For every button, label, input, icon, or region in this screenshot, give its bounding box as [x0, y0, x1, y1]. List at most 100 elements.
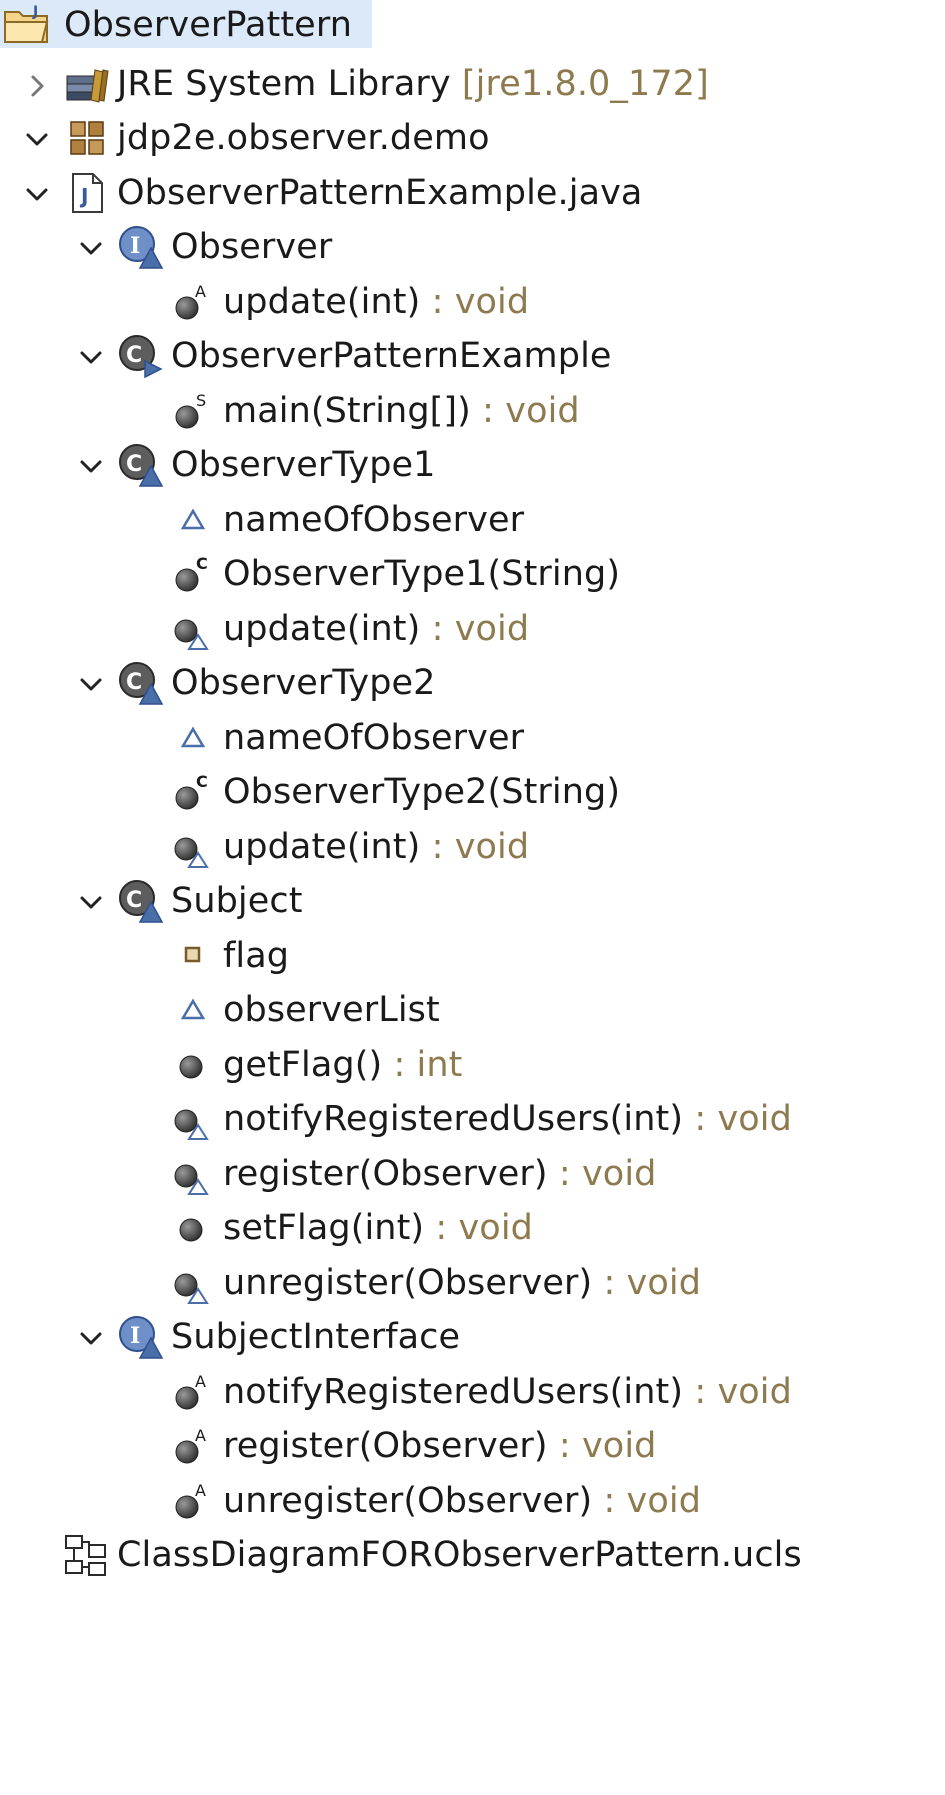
svg-text:C: C — [196, 554, 208, 573]
tree-item-m-unregister[interactable]: unregister(Observer) : void — [0, 1254, 945, 1316]
tree-item-label: observerList — [223, 979, 440, 1041]
item-name: flag — [223, 935, 290, 976]
chevron-down-icon[interactable] — [22, 125, 52, 155]
jre-version-decoration: [jre1.8.0_172] — [450, 63, 709, 104]
java-file-icon: J — [62, 168, 112, 218]
tree-item-f-observerlist[interactable]: observerList — [0, 981, 945, 1043]
default-field-icon — [168, 713, 218, 763]
item-name: ClassDiagramFORObserverPattern.ucls — [117, 1535, 802, 1575]
default-method-icon — [168, 1149, 218, 1199]
item-name: JRE System Library — [117, 63, 451, 104]
item-name: update(int) — [223, 826, 421, 867]
method-icon — [168, 1040, 218, 1090]
tree-item-label: update(int) : void — [223, 598, 529, 660]
item-name: jdp2e.observer.demo — [117, 118, 490, 158]
return-type: : void — [683, 1099, 792, 1139]
method-icon — [168, 1203, 218, 1253]
interface-default-icon: I — [116, 1312, 166, 1362]
tree-item-label: main(String[]) : void — [223, 380, 580, 442]
tree-item-label: notifyRegisteredUsers(int) : void — [223, 1361, 792, 1423]
tree-item-f-ot1-name[interactable]: nameOfObserver — [0, 491, 945, 553]
item-name: register(Observer) — [223, 1426, 548, 1466]
svg-text:C: C — [126, 888, 142, 913]
item-name: unregister(Observer) — [223, 1262, 593, 1303]
tree-item-ucls[interactable]: ClassDiagramFORObserverPattern.ucls — [0, 1526, 945, 1588]
svg-text:A: A — [195, 1481, 206, 1500]
tree-item-label: ObserverType2(String) — [223, 761, 620, 823]
chevron-down-icon[interactable] — [76, 452, 106, 482]
item-name: ObserverPatternExample — [171, 336, 612, 376]
abstract-method-icon: A — [168, 277, 218, 327]
chevron-down-icon[interactable] — [76, 888, 106, 918]
return-type: : void — [420, 281, 530, 322]
item-name: Subject — [171, 881, 303, 921]
tree-item-label: JRE System Library [jre1.8.0_172] — [117, 53, 709, 115]
tree-item-label: ObserverType2 — [171, 652, 436, 714]
tree-item-f-flag[interactable]: flag — [0, 927, 945, 989]
default-method-icon — [168, 822, 218, 872]
chevron-down-icon[interactable] — [76, 1324, 106, 1354]
chevron-down-icon[interactable] — [76, 670, 106, 700]
default-method-icon — [168, 1094, 218, 1144]
item-name: register(Observer) — [223, 1153, 548, 1194]
chevron-down-icon[interactable] — [76, 343, 106, 373]
chevron-down-icon[interactable] — [76, 234, 106, 264]
return-type: : void — [424, 1208, 533, 1248]
svg-text:C: C — [196, 772, 208, 791]
tree-item-label: ObserverPatternExample.java — [117, 162, 642, 224]
item-name: update(int) — [223, 281, 421, 322]
private-field-icon — [168, 931, 218, 981]
svg-text:C: C — [126, 452, 142, 477]
tree-item-m-register[interactable]: register(Observer) : void — [0, 1145, 945, 1207]
item-name: SubjectInterface — [171, 1317, 461, 1357]
return-type: : void — [470, 390, 580, 431]
tree-item-label: Subject — [171, 870, 303, 932]
tree-item-f-ot2-name[interactable]: nameOfObserver — [0, 709, 945, 771]
item-name: ObserverType1(String) — [223, 554, 621, 594]
tree-item-m-ot2-update[interactable]: update(int) : void — [0, 818, 945, 880]
tree-item-jre[interactable]: JRE System Library [jre1.8.0_172] — [0, 55, 945, 117]
tree-item-label: ObserverPatternExample — [171, 325, 612, 387]
item-name: notifyRegisteredUsers(int) — [223, 1371, 684, 1412]
project-folder-icon: J — [2, 0, 52, 50]
tree-item-c-ot2[interactable]: C ObserverType2(String) — [0, 763, 945, 825]
chevron-down-icon[interactable] — [22, 180, 52, 210]
svg-text:A: A — [195, 1426, 206, 1445]
tree-item-class-subject[interactable]: C Subject — [0, 872, 945, 934]
tree-item-label: ClassDiagramFORObserverPattern.ucls — [117, 1524, 802, 1586]
tree-item-class-ot2[interactable]: C ObserverType2 — [0, 654, 945, 716]
tree-item-package[interactable]: jdp2e.observer.demo — [0, 109, 945, 171]
item-name: getFlag() — [223, 1044, 383, 1085]
tree-item-m-notify[interactable]: notifyRegisteredUsers(int) : void — [0, 1090, 945, 1152]
item-name: ObserverType2 — [171, 663, 436, 703]
item-name: setFlag(int) — [223, 1208, 425, 1248]
chevron-right-icon[interactable] — [22, 71, 52, 101]
tree-item-c-ot1[interactable]: C ObserverType1(String) — [0, 545, 945, 607]
item-name: nameOfObserver — [223, 717, 525, 758]
tree-item-m-getflag[interactable]: getFlag() : int — [0, 1036, 945, 1098]
interface-default-icon: I — [116, 222, 166, 272]
constructor-icon: C — [168, 767, 218, 817]
tree-item-label: ObserverType1(String) — [223, 543, 620, 605]
tree-item-m-setflag[interactable]: setFlag(int) : void — [0, 1199, 945, 1261]
svg-text:J: J — [32, 4, 38, 20]
return-type: : int — [382, 1044, 463, 1085]
tree-item-label: unregister(Observer) : void — [223, 1252, 701, 1314]
item-name: notifyRegisteredUsers(int) — [223, 1099, 684, 1139]
svg-text:C: C — [126, 670, 142, 695]
selection-highlight — [0, 0, 372, 48]
tree-item-m-ot1-update[interactable]: update(int) : void — [0, 600, 945, 662]
default-method-icon — [168, 604, 218, 654]
return-type: : void — [420, 826, 530, 867]
